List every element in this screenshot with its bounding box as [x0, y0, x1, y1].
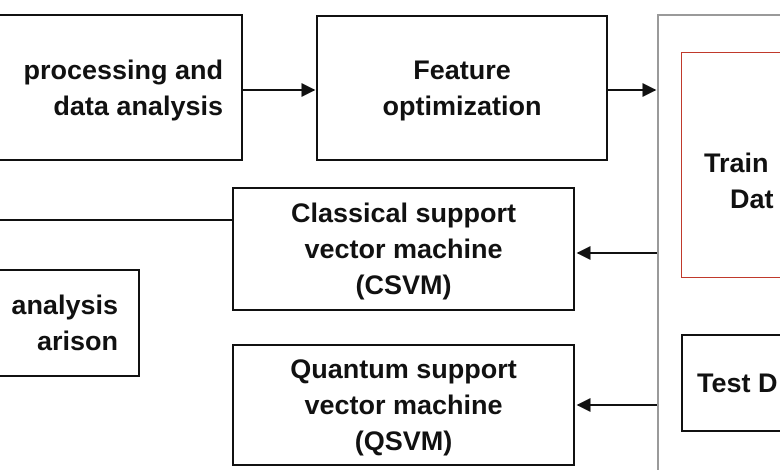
- csvm-box: Classical support vector machine (CSVM): [232, 187, 575, 311]
- qsvm-label-line2: vector machine: [304, 390, 503, 420]
- training-label-line2: Dat: [730, 184, 774, 214]
- analysis-label-line1: analysis: [11, 290, 118, 320]
- qsvm-label-line1: Quantum support: [290, 354, 517, 384]
- feature-label-line1: Feature: [413, 55, 511, 85]
- csvm-label-line3: (CSVM): [355, 270, 452, 300]
- analysis-comparison-box: analysis arison: [0, 269, 140, 377]
- csvm-label-line1: Classical support: [290, 198, 517, 228]
- qsvm-box: Quantum support vector machine (QSVM): [232, 344, 575, 466]
- feature-optimization-box: Feature optimization: [316, 15, 608, 161]
- training-label-line1: Train: [704, 148, 769, 178]
- training-data-box: Train Dat: [681, 52, 780, 278]
- preprocessing-box: processing and data analysis: [0, 14, 243, 161]
- preprocessing-label-line2: data analysis: [53, 90, 223, 121]
- test-label: Test D: [697, 368, 778, 398]
- qsvm-label-line3: (QSVM): [354, 426, 453, 456]
- preprocessing-label-line1: processing and: [23, 54, 223, 85]
- test-data-box: Test D: [681, 334, 780, 432]
- analysis-label-line2: arison: [36, 326, 118, 356]
- feature-label-line2: optimization: [382, 91, 542, 121]
- csvm-label-line2: vector machine: [304, 234, 503, 264]
